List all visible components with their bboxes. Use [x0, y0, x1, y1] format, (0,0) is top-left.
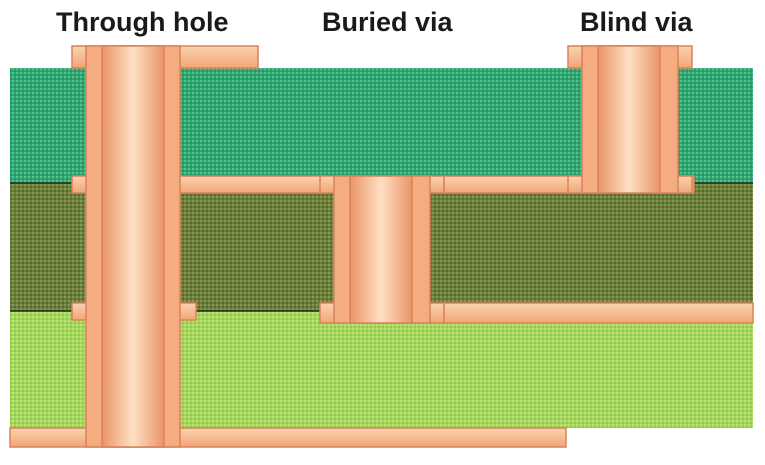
blind-via-bore	[597, 45, 661, 194]
inner-trace-lower-right	[443, 302, 754, 324]
blind-via	[567, 45, 693, 194]
buried-via	[319, 175, 445, 324]
through-hole-via	[71, 45, 326, 448]
buried-via-bore	[349, 175, 413, 324]
label-buried-via: Buried via	[322, 7, 454, 37]
label-through-hole: Through hole	[56, 7, 228, 37]
through-hole-bore	[101, 45, 165, 448]
label-blind-via: Blind via	[580, 7, 694, 37]
